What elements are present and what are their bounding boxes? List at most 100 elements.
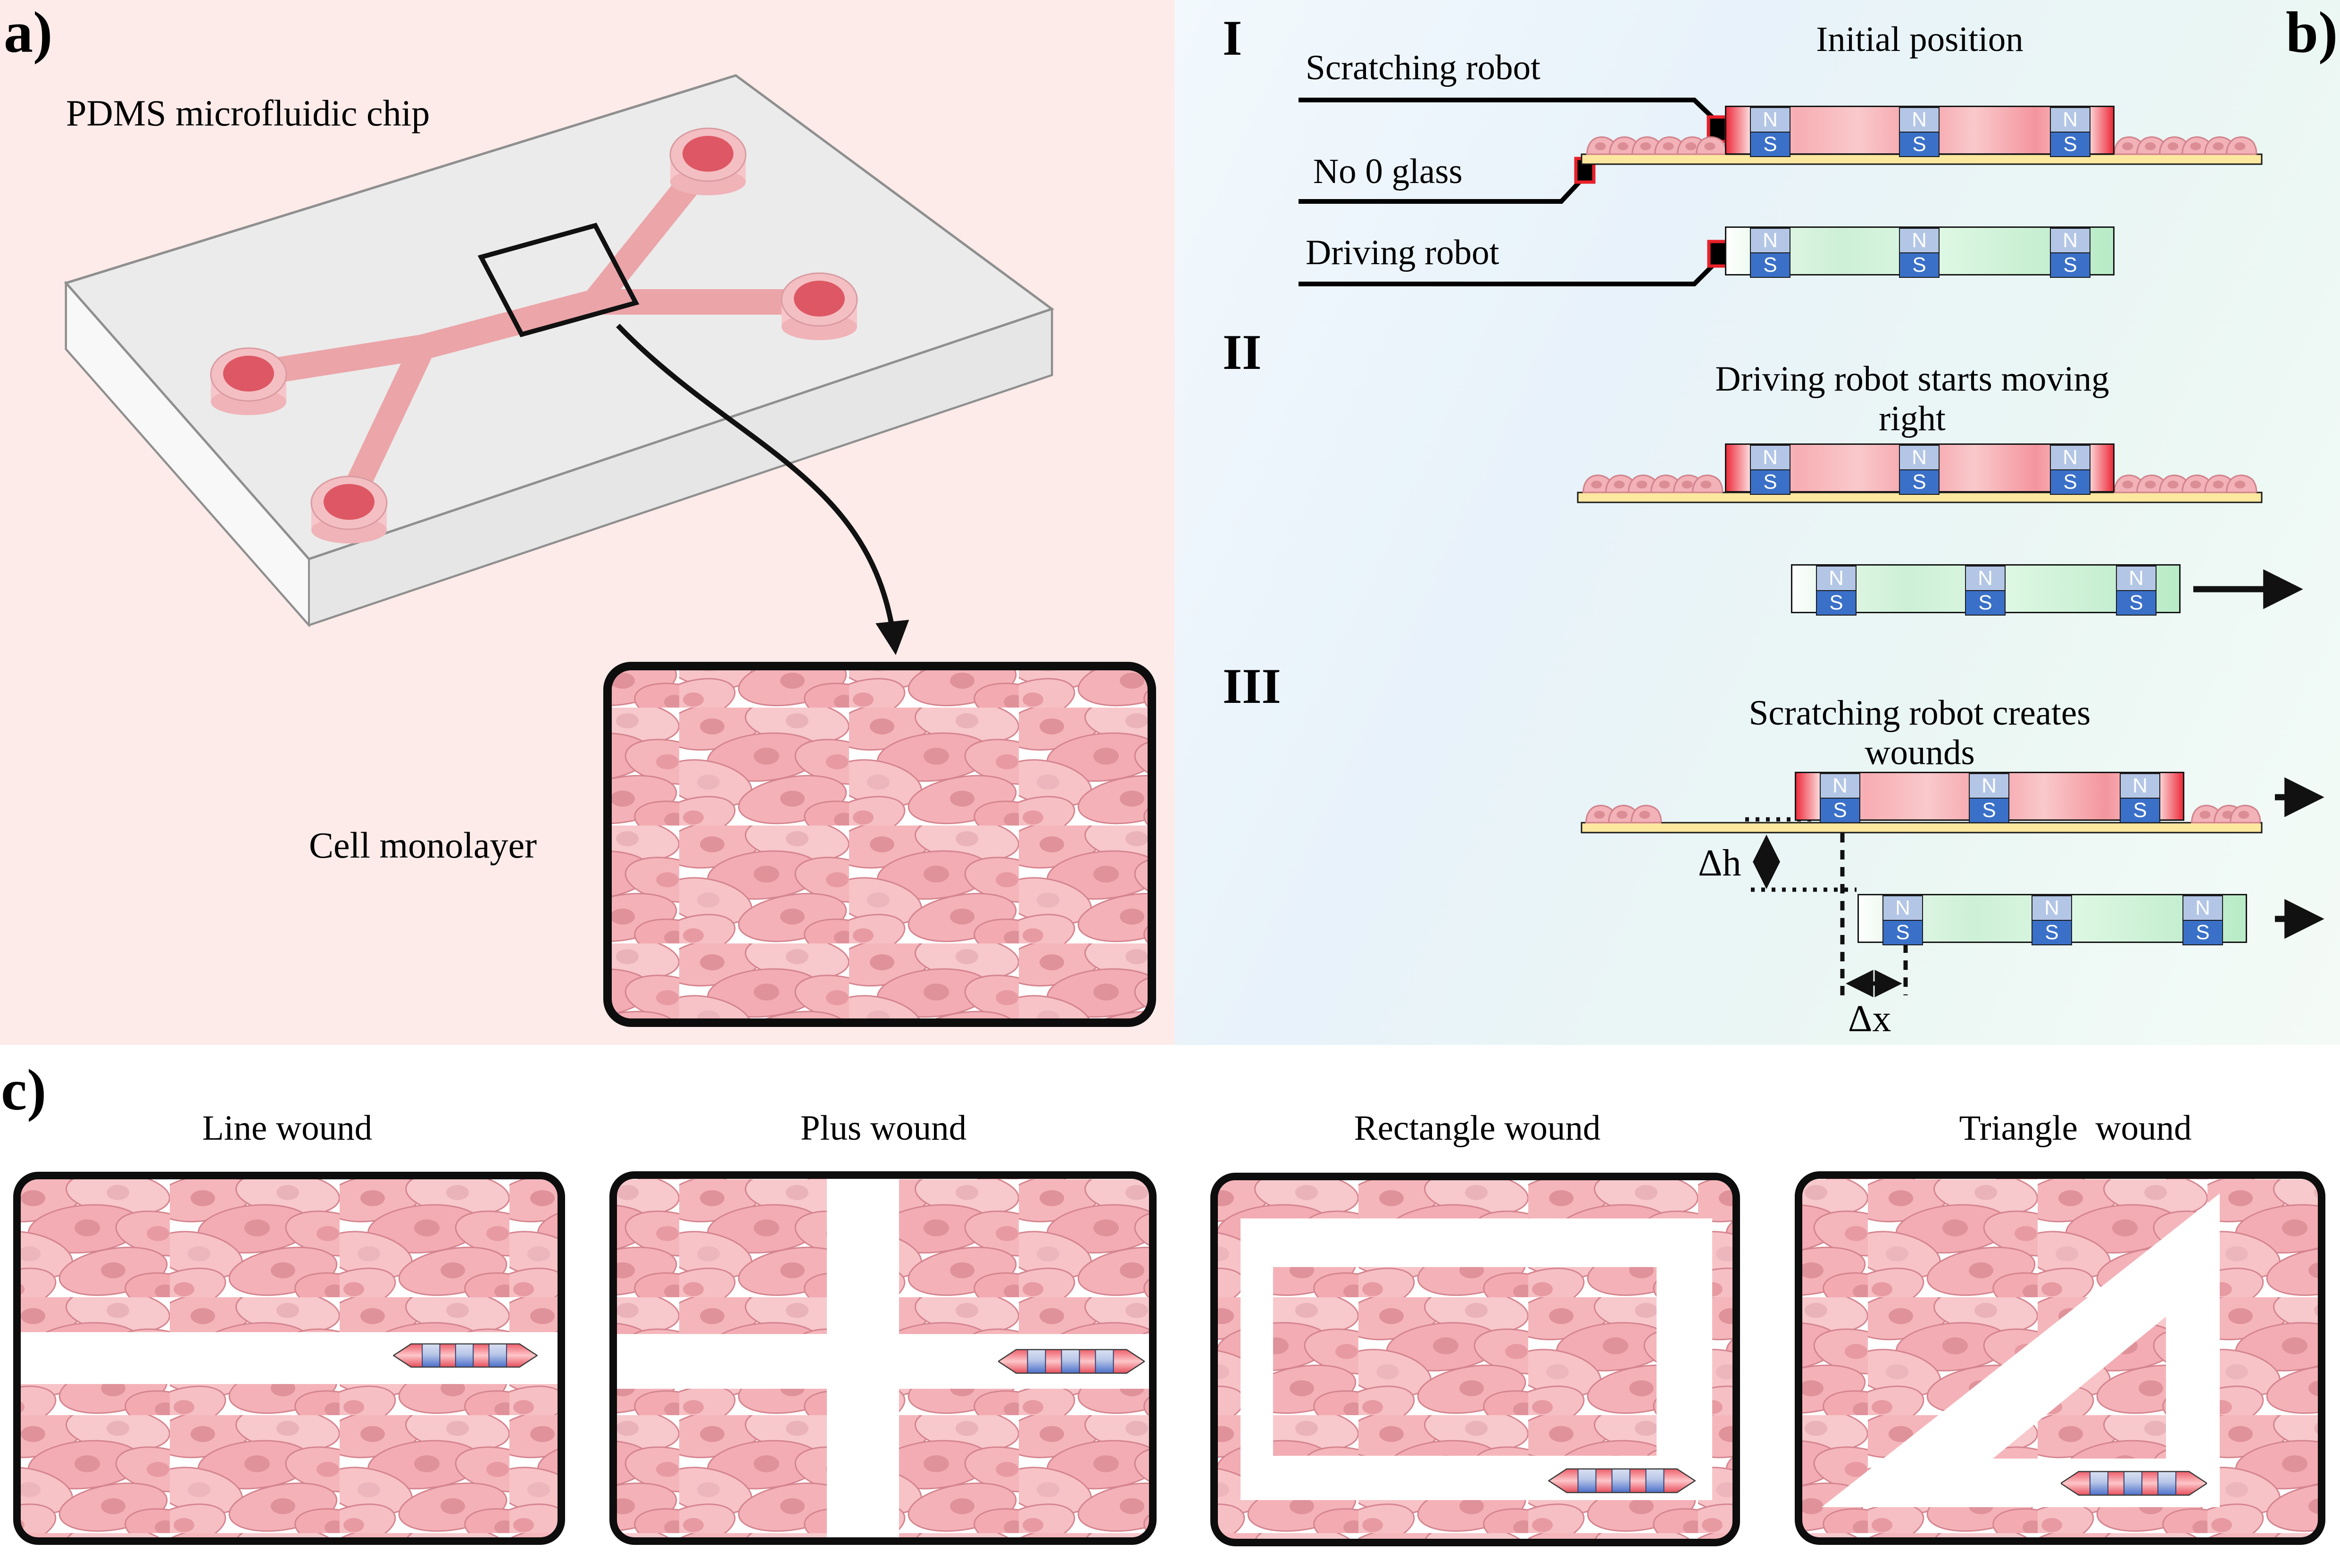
panel-c-label: c) [1, 1058, 47, 1122]
magnet-s-label: S [1965, 591, 2006, 616]
motion-arrows [2193, 569, 2324, 939]
magnet-n-label: N [2050, 445, 2090, 470]
step-3-title: Scratching robot creates wounds [1749, 693, 2100, 772]
dimension-annotations [1745, 817, 1908, 998]
magnet-s-label: S [1969, 798, 2009, 823]
port [781, 272, 858, 340]
magnet-n-label: N [1750, 228, 1790, 253]
magnet-n-label: N [1899, 228, 1940, 253]
step-2-title: Driving robot starts moving right [1715, 359, 2118, 438]
magnet-n-label: N [1820, 773, 1860, 798]
magnet-n-label: N [1969, 773, 2009, 798]
callout-scratching-robot: Scratching robot [1306, 48, 1541, 87]
magnet-s-label: S [1882, 920, 1923, 945]
zoom-arrow [616, 324, 909, 655]
wound-title-rectangle: Rectangle wound [1354, 1109, 1601, 1148]
magnet-s-label: S [1816, 591, 1857, 616]
panel-a-label: a) [4, 0, 53, 65]
step-2-numeral: II [1223, 325, 1262, 380]
magnet-n-label: N [2116, 566, 2157, 591]
wound-title-triangle: Triangle wound [1959, 1109, 2192, 1148]
rectangle-wound-panel [1210, 1173, 1740, 1546]
magnet-s-label: S [1899, 253, 1940, 278]
monolayer-label: Cell monolayer [309, 825, 537, 866]
magnet-n-label: N [1899, 107, 1940, 132]
panel-b-label: b) [2286, 0, 2338, 65]
magnet-n-label: N [2120, 773, 2160, 798]
magnet-s-label: S [2120, 798, 2160, 823]
zoom-region-outline [477, 223, 640, 337]
magnet-s-label: S [1899, 470, 1940, 495]
magnet-s-label: S [1750, 253, 1790, 278]
delta-x-label: Δx [1848, 998, 1891, 1040]
callout-driving-robot: Driving robot [1306, 233, 1499, 272]
callout-no0-glass: No 0 glass [1313, 152, 1463, 191]
magnet-s-label: S [2182, 920, 2223, 945]
magnet-n-label: N [2182, 895, 2223, 920]
magnet-s-label: S [1820, 798, 1860, 823]
magnet-n-label: N [1882, 895, 1923, 920]
wound-title-line: Line wound [202, 1109, 373, 1148]
magnet-n-label: N [1965, 566, 2006, 591]
magnet-n-label: N [1750, 445, 1790, 470]
magnet-n-label: N [2032, 895, 2072, 920]
delta-h-label: Δh [1698, 842, 1741, 884]
magnet-s-label: S [1750, 132, 1790, 157]
wound-title-plus: Plus wound [800, 1109, 967, 1148]
port [210, 347, 287, 415]
callout-leader-lines [1299, 98, 1718, 286]
magnet-n-label: N [1750, 107, 1790, 132]
step-1-title: Initial position [1816, 20, 2024, 59]
magnet-s-label: S [2050, 132, 2090, 157]
magnet-s-label: S [1750, 470, 1790, 495]
magnetic-robot-icon [1549, 1468, 1695, 1494]
port [310, 475, 388, 543]
port [669, 127, 747, 195]
magnet-n-label: N [1899, 445, 1940, 470]
triangle-wound-panel [1795, 1171, 2325, 1545]
magnet-s-label: S [2116, 591, 2157, 616]
magnet-s-label: S [1899, 132, 1940, 157]
magnet-s-label: S [2050, 470, 2090, 495]
magnet-n-label: N [2050, 107, 2090, 132]
cell-monolayer-inset [603, 662, 1156, 1027]
magnet-n-label: N [1816, 566, 1857, 591]
step-1-numeral: I [1223, 10, 1242, 66]
pdms-chip-drawing [64, 74, 1055, 655]
plus-wound-panel [609, 1171, 1157, 1545]
step-3-numeral: III [1223, 659, 1281, 714]
magnetic-robot-icon [393, 1343, 537, 1368]
magnet-s-label: S [2032, 920, 2072, 945]
line-wound-panel [13, 1172, 565, 1545]
magnetic-robot-icon [2061, 1470, 2207, 1497]
magnetic-robot-icon [999, 1348, 1145, 1375]
chip-ports [210, 127, 858, 543]
magnet-s-label: S [2050, 253, 2090, 278]
